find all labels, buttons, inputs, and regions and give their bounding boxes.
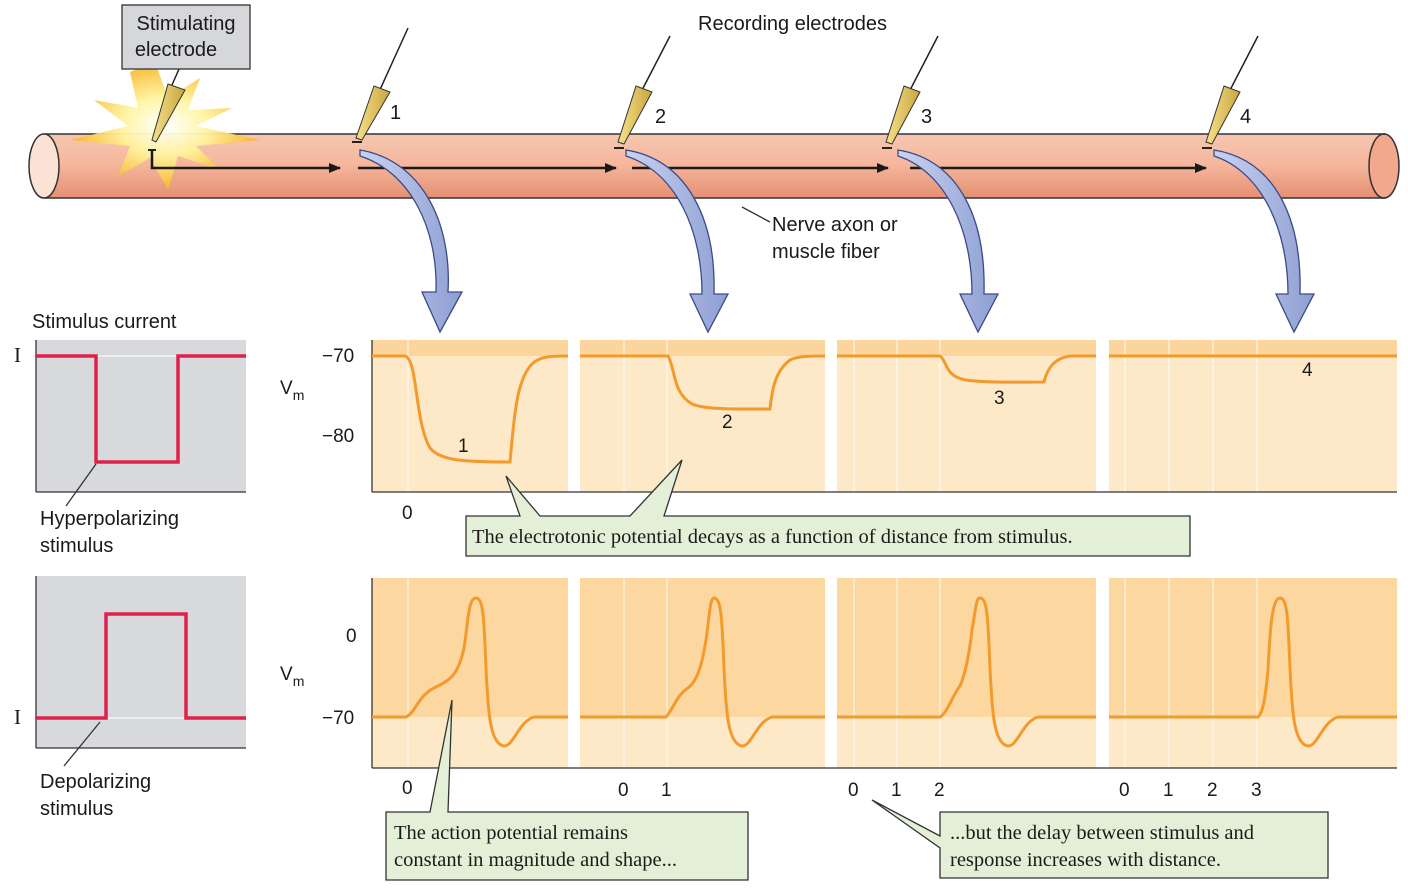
action-potential-trace-1 bbox=[372, 596, 568, 748]
depolarizing-label-2: stimulus bbox=[40, 798, 113, 820]
bottom-tick-zero: 0 bbox=[346, 626, 357, 647]
electrode-number-2: 2 bbox=[655, 106, 666, 128]
action-potential-trace-3 bbox=[837, 596, 1096, 748]
top-time-zero: 0 bbox=[402, 503, 413, 524]
delay-callout-line-1: ...but the delay between stimulus and bbox=[950, 822, 1254, 844]
action-potential-traces bbox=[372, 596, 1397, 748]
bottom-vm-label: Vm bbox=[280, 664, 304, 689]
stimulus-current-label: Stimulus current bbox=[32, 311, 177, 333]
recording-electrode-needle-4 bbox=[1202, 35, 1259, 149]
electrode-number-1: 1 bbox=[390, 102, 401, 124]
recording-arrows bbox=[359, 149, 1316, 334]
delay-callout bbox=[871, 799, 1329, 879]
top-tick-minus80: −80 bbox=[322, 426, 354, 447]
action-potential-trace-2 bbox=[580, 596, 825, 748]
time-label: 0 bbox=[618, 780, 629, 801]
time-label: 1 bbox=[891, 780, 902, 801]
axon bbox=[28, 133, 1400, 199]
time-label: 0 bbox=[402, 778, 413, 799]
stimulating-electrode-box bbox=[121, 4, 251, 70]
decay-callout bbox=[465, 459, 1191, 557]
time-label: 2 bbox=[1207, 780, 1218, 801]
top-panels bbox=[371, 340, 1397, 493]
electrode-number-3: 3 bbox=[921, 106, 932, 128]
bottom-tick-minus70: −70 bbox=[322, 708, 354, 729]
nerve-axon-pointer bbox=[741, 206, 771, 223]
hyperpolarizing-label-2: stimulus bbox=[40, 535, 113, 557]
stimulating-electrode-label-1: Stimulating bbox=[137, 13, 236, 35]
depo-current-symbol: I bbox=[14, 705, 21, 729]
electrode-number-4: 4 bbox=[1240, 106, 1251, 128]
constant-callout-line-2: constant in magnitude and shape... bbox=[394, 849, 677, 871]
trace-label-1: 1 bbox=[458, 436, 469, 457]
trace-label-2: 2 bbox=[722, 412, 733, 433]
decay-callout-text: The electrotonic potential decays as a f… bbox=[472, 526, 1073, 548]
electrotonic-trace-3 bbox=[837, 354, 1096, 384]
hyperpolarizing-stimulus-panel bbox=[35, 340, 246, 493]
delay-callout-line-2: response increases with distance. bbox=[950, 849, 1221, 871]
hyper-current-symbol: I bbox=[14, 343, 21, 367]
hyperpolarizing-label-1: Hyperpolarizing bbox=[40, 508, 179, 530]
depolarizing-stimulus-panel bbox=[35, 576, 246, 749]
time-label: 2 bbox=[934, 780, 945, 801]
time-label: 0 bbox=[1119, 780, 1130, 801]
recording-electrodes-label: Recording electrodes bbox=[698, 13, 887, 35]
time-label: 0 bbox=[848, 780, 859, 801]
nerve-axon-label-2: muscle fiber bbox=[772, 241, 880, 263]
recording-electrode-needle-1 bbox=[352, 27, 409, 143]
recording-electrode-needle-3 bbox=[882, 35, 939, 149]
depolarizing-pointer bbox=[63, 721, 101, 767]
depolarizing-label-1: Depolarizing bbox=[40, 771, 151, 793]
top-vm-label: Vm bbox=[280, 378, 304, 403]
time-label: 1 bbox=[1163, 780, 1174, 801]
time-label: 1 bbox=[661, 780, 672, 801]
bottom-panels bbox=[371, 578, 1397, 769]
bottom-time-labels: 0 0 1 0 1 2 0 1 2 3 bbox=[402, 778, 1262, 801]
hyperpolarizing-pointer bbox=[65, 463, 97, 507]
electrotonic-traces bbox=[372, 354, 1397, 464]
electrotonic-trace-2 bbox=[580, 354, 826, 411]
top-tick-minus70: −70 bbox=[322, 346, 354, 367]
electrotonic-trace-1 bbox=[372, 354, 569, 464]
trace-label-3: 3 bbox=[994, 388, 1005, 409]
trace-label-4: 4 bbox=[1302, 360, 1313, 381]
recording-electrode-needle-2 bbox=[614, 35, 671, 149]
time-label: 3 bbox=[1251, 780, 1262, 801]
constant-callout-line-1: The action potential remains bbox=[394, 822, 628, 844]
action-potential-trace-4 bbox=[1109, 596, 1397, 748]
nerve-axon-label-1: Nerve axon or bbox=[772, 214, 898, 236]
constant-callout bbox=[385, 699, 749, 881]
stimulating-electrode-label-2: electrode bbox=[135, 39, 217, 61]
